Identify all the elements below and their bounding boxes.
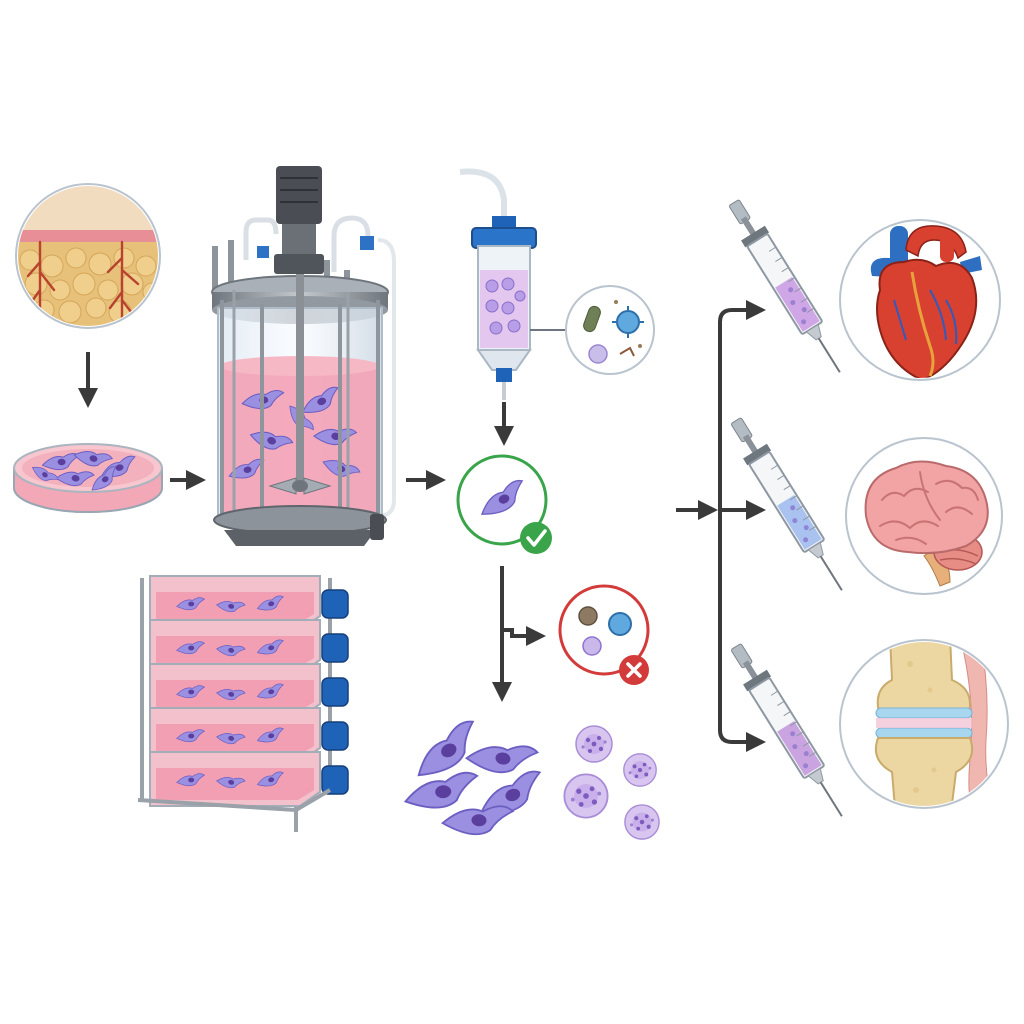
distribution-arrows xyxy=(676,300,766,752)
quality-pass-circle xyxy=(456,454,552,554)
checkmark-icon xyxy=(520,522,552,554)
petri-dish-icon xyxy=(13,443,163,513)
filter-cartridge-icon xyxy=(459,168,537,400)
brain-icon xyxy=(845,437,1003,595)
bioreactor-icon xyxy=(211,166,396,546)
cross-icon xyxy=(619,655,649,685)
cell-factory-icon xyxy=(137,575,349,832)
cell-population-icon xyxy=(402,717,660,840)
heart-icon xyxy=(839,219,1001,381)
quality-fail-circle xyxy=(558,584,650,685)
skin-tissue-icon xyxy=(15,183,161,329)
qc-split-arrows xyxy=(492,566,546,702)
syringe-brain xyxy=(731,417,843,591)
syringe-knee xyxy=(731,643,843,817)
syringe-heart xyxy=(729,199,841,373)
knee-joint-icon xyxy=(839,639,1009,809)
contaminants-icon xyxy=(565,285,655,375)
